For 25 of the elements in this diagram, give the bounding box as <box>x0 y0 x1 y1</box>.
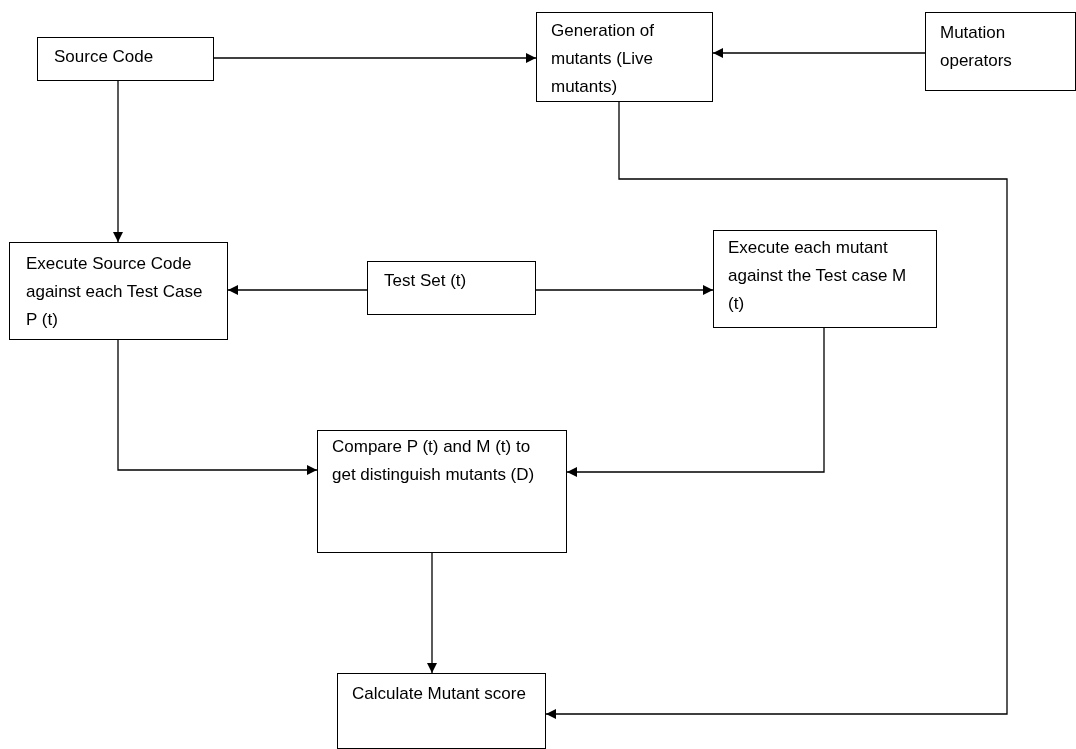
arrow <box>113 80 123 243</box>
process-box <box>713 230 937 328</box>
box-label: Execute Source Code against each Test Case P (t) <box>26 253 204 331</box>
box-label: Mutation operators <box>940 22 1013 72</box>
arrow <box>117 339 318 475</box>
process-box <box>9 242 228 340</box>
process-box <box>925 12 1076 91</box>
box-label: Execute each mutant against the Test case M (t) <box>728 237 908 315</box>
box-label: Generation of mutants (Live mutants) <box>551 20 655 98</box>
box-label: Calculate Mutant score <box>352 683 527 705</box>
process-box <box>367 261 536 315</box>
box-label: Source Code <box>54 46 155 68</box>
arrow <box>535 285 714 295</box>
arrow <box>545 101 1008 719</box>
arrow <box>227 285 368 295</box>
process-box <box>37 37 214 81</box>
process-box <box>337 673 546 749</box>
box-label: Test Set (t) <box>384 270 468 292</box>
arrow <box>213 53 537 63</box>
process-box <box>317 430 567 553</box>
box-label: Compare P (t) and M (t) to get distinguish mutants (D) <box>332 436 536 486</box>
arrow <box>427 552 437 674</box>
process-box <box>536 12 713 102</box>
arrow <box>712 48 926 58</box>
arrow <box>566 327 825 477</box>
